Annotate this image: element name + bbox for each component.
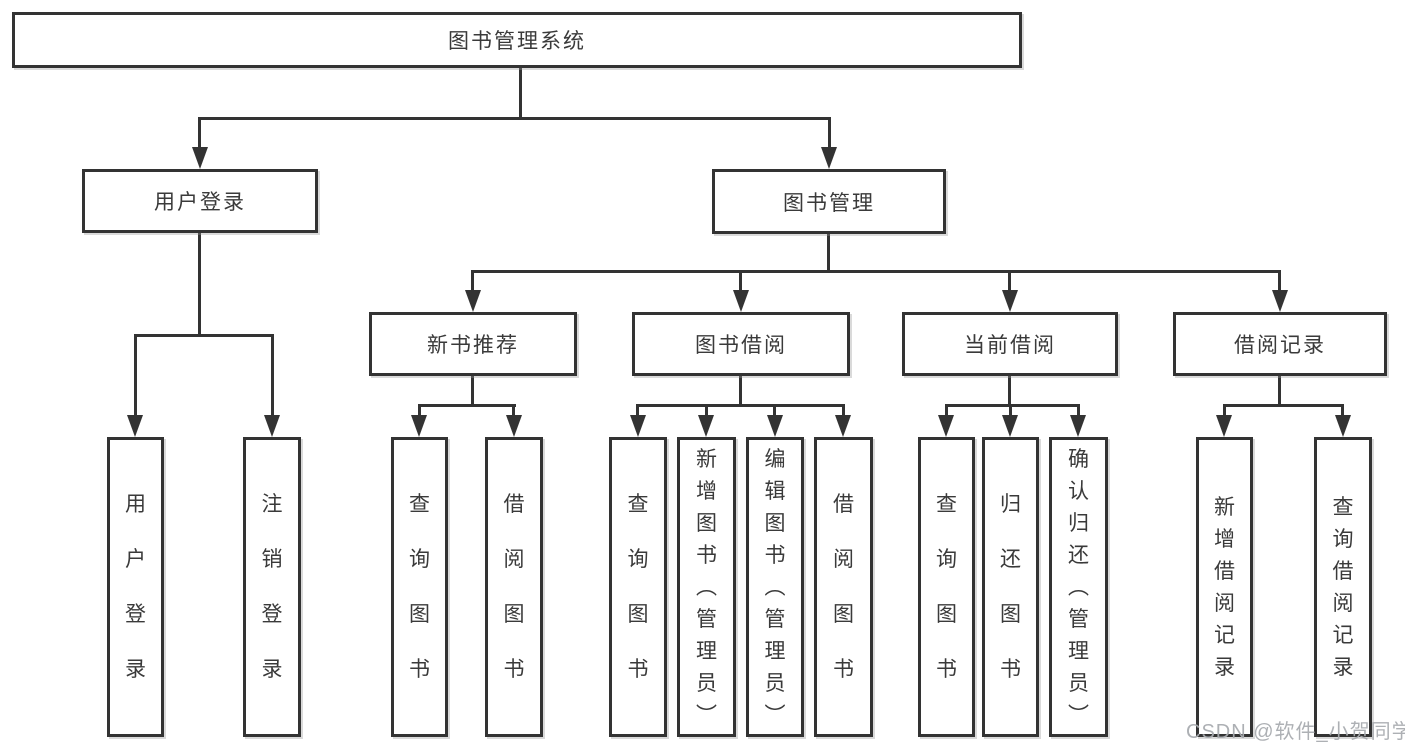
connector-arm (705, 404, 708, 417)
node-label: 查询图书 (409, 493, 430, 681)
node-book-borrowing: 图书借阅 (632, 312, 850, 376)
leaf-add-borrow-record: 新增借阅记录 (1196, 437, 1253, 737)
connector-trunk-borrowing-records (1278, 374, 1281, 407)
leaf-query-books: 查询图书 (609, 437, 667, 737)
arrowhead (630, 415, 646, 437)
arrowhead (1272, 290, 1288, 312)
connector-arm (1008, 270, 1011, 292)
arrowhead (1335, 415, 1351, 437)
arrowhead (698, 415, 714, 437)
connector-split-new-books (418, 404, 516, 407)
node-label: 当前借阅 (964, 334, 1056, 357)
connector-arm (1341, 404, 1344, 417)
leaf-query-books-current: 查询图书 (918, 437, 975, 737)
connector-arm (773, 404, 776, 417)
node-label: 查询图书 (936, 493, 957, 681)
arrowhead (1216, 415, 1232, 437)
connector-arm (945, 404, 948, 417)
node-label: 新书推荐 (427, 334, 519, 357)
connector-arm (512, 404, 515, 417)
connector-split-level2 (198, 117, 831, 120)
node-label: 查询借阅记录 (1332, 495, 1354, 679)
node-label: 用户登录 (125, 493, 146, 681)
arrowhead (767, 415, 783, 437)
leaf-query-borrow-record: 查询借阅记录 (1314, 437, 1372, 737)
connector-split-book-borrowing (636, 404, 844, 407)
arrowhead (938, 415, 954, 437)
node-label: 借阅图书 (503, 493, 525, 681)
leaf-borrow-books: 借阅图书 (814, 437, 873, 737)
connector-arm (198, 117, 201, 149)
connector-arm (1009, 404, 1012, 417)
arrowhead (821, 147, 837, 169)
connector-arm (1077, 404, 1080, 417)
arrowhead (1070, 415, 1086, 437)
node-root-library-system: 图书管理系统 (12, 12, 1022, 68)
connector-split-current-borrowing (945, 404, 1079, 407)
leaf-edit-books-admin: 编辑图书︵管理员︶ (746, 437, 804, 737)
node-label: 归还图书 (1000, 493, 1021, 681)
connector-trunk-book-borrowing (739, 374, 742, 407)
connector-arm (842, 404, 845, 417)
arrowhead (411, 415, 427, 437)
node-label: 新增借阅记录 (1214, 495, 1235, 679)
connector-split-level3 (471, 270, 1281, 273)
arrowhead (506, 415, 522, 437)
connector-split-user-login (134, 334, 274, 337)
leaf-user-login: 用户登录 (107, 437, 164, 737)
watermark: CSDN @软件_小贺同学 (1186, 721, 1405, 743)
connector-trunk-current-borrowing (1008, 374, 1011, 407)
connector-arm (636, 404, 639, 417)
connector-trunk-user-login (198, 231, 201, 337)
connector-arm (471, 270, 474, 292)
node-label: 图书管理 (783, 191, 875, 215)
node-label: 图书管理系统 (448, 30, 586, 53)
node-label: 新增图书︵管理员︶ (696, 447, 717, 727)
arrowhead (264, 415, 280, 437)
node-label: 注销登录 (261, 493, 283, 681)
arrowhead (1002, 290, 1018, 312)
node-label: 图书借阅 (695, 334, 787, 357)
leaf-query-books-recommend: 查询图书 (391, 437, 448, 737)
connector-arm (828, 117, 831, 149)
connector-trunk-new-books (471, 374, 474, 407)
connector-trunk-book-management (827, 232, 830, 272)
node-borrowing-records: 借阅记录 (1173, 312, 1387, 376)
leaf-confirm-return-admin: 确认归还︵管理员︶ (1049, 437, 1108, 737)
node-label: 查询图书 (627, 493, 649, 681)
connector-arm (271, 334, 274, 417)
leaf-add-books-admin: 新增图书︵管理员︶ (677, 437, 736, 737)
arrowhead (192, 147, 208, 169)
node-user-login: 用户登录 (82, 169, 318, 233)
node-label: 借阅图书 (833, 493, 854, 681)
arrowhead (1002, 415, 1018, 437)
arrowhead (127, 415, 143, 437)
arrowhead (835, 415, 851, 437)
node-current-borrowing: 当前借阅 (902, 312, 1118, 376)
arrowhead (465, 290, 481, 312)
node-book-management: 图书管理 (712, 169, 946, 234)
node-label: 借阅记录 (1234, 334, 1326, 357)
connector-arm (1278, 270, 1281, 292)
node-label: 用户登录 (154, 191, 246, 214)
connector-arm (418, 404, 421, 417)
connector-arm (134, 334, 137, 417)
connector-split-borrowing-records (1223, 404, 1344, 407)
connector-arm (1223, 404, 1226, 417)
node-new-book-recommend: 新书推荐 (369, 312, 577, 376)
arrowhead (733, 290, 749, 312)
node-label: 确认归还︵管理员︶ (1068, 447, 1089, 727)
connector-trunk-root (519, 66, 522, 119)
leaf-logout: 注销登录 (243, 437, 301, 737)
connector-arm (739, 270, 742, 292)
leaf-return-books: 归还图书 (982, 437, 1039, 737)
node-label: 编辑图书︵管理员︶ (764, 447, 786, 727)
leaf-borrow-books-recommend: 借阅图书 (485, 437, 543, 737)
